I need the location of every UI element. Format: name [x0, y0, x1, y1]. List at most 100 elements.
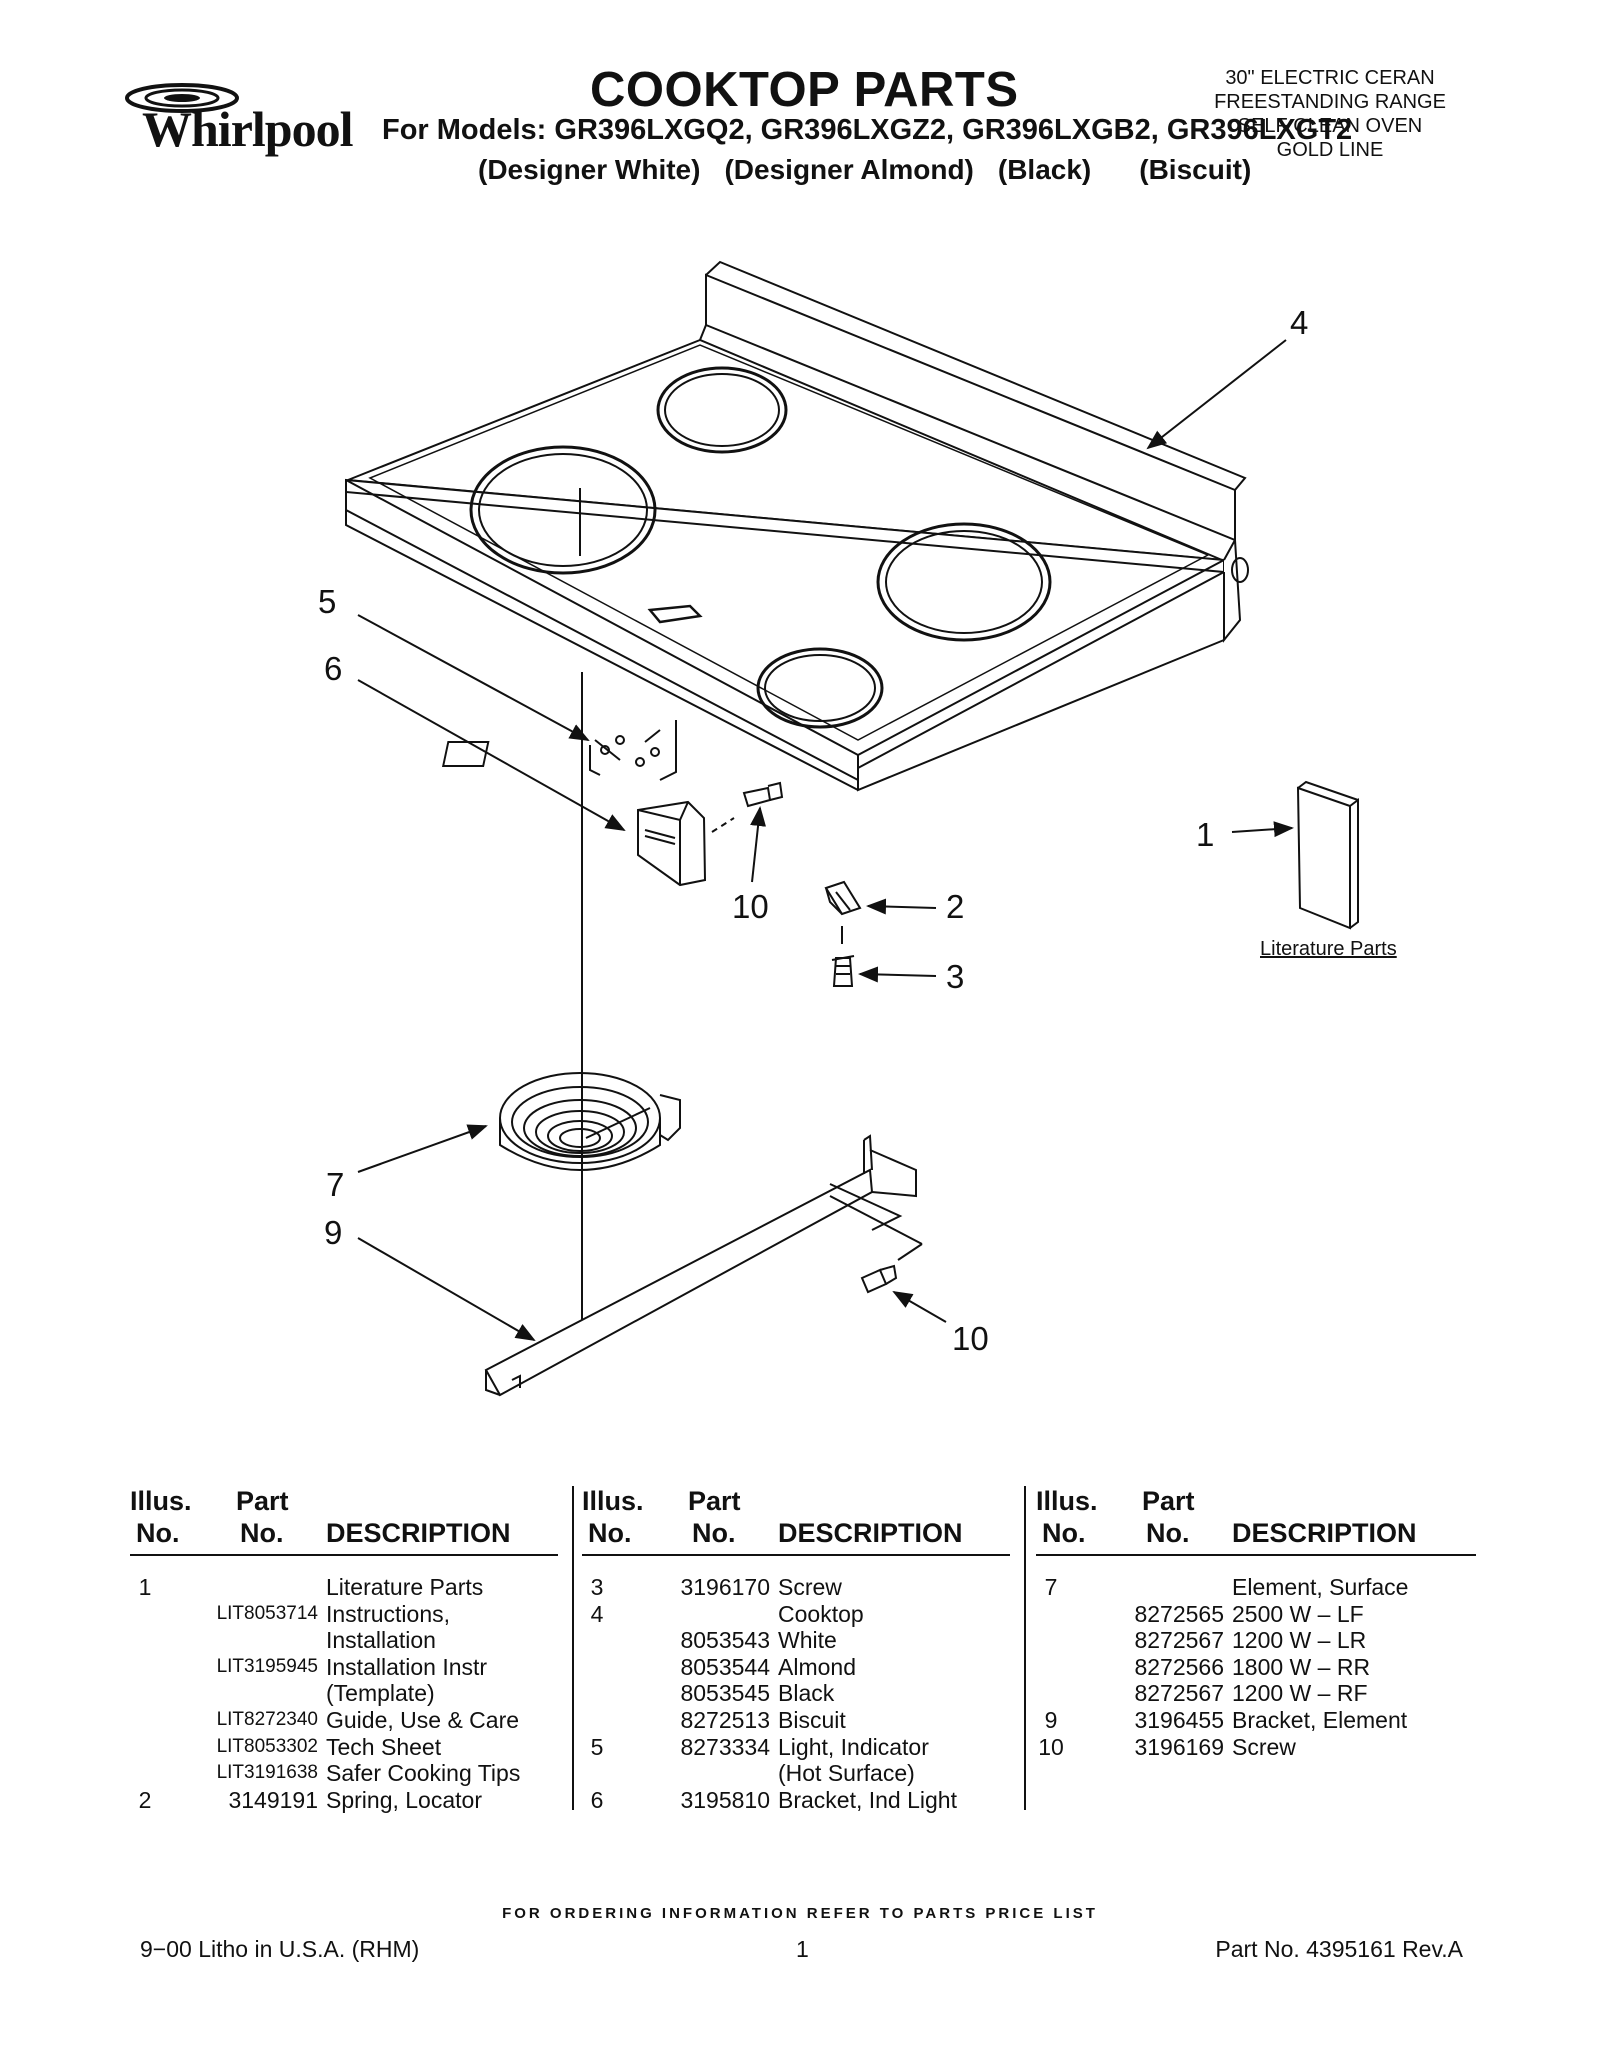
part-description: White [778, 1627, 837, 1654]
illus-number: 10 [1038, 1733, 1064, 1760]
part-description: Almond [778, 1653, 856, 1680]
callout-3: 3 [946, 958, 964, 995]
part-number: LIT8053714 [216, 1602, 318, 1624]
part-number: 8053543 [680, 1627, 770, 1654]
variant-white: (Designer White) [478, 154, 701, 185]
part-description: Tech Sheet [326, 1733, 442, 1760]
spec-line: FREESTANDING RANGE [1214, 91, 1446, 113]
part-number: 3196455 [1134, 1707, 1224, 1733]
part-description: 1800 W – RR [1232, 1653, 1371, 1680]
page-number: 1 [796, 1936, 809, 1962]
part-description: Installation Instr [326, 1653, 488, 1680]
footer-litho: 9−00 Litho in U.S.A. (RHM) [140, 1936, 420, 1962]
part-description: Bracket, Ind Light [778, 1786, 957, 1813]
part-description: Instructions, [326, 1600, 450, 1627]
part-number: 8053545 [680, 1680, 770, 1707]
brand-wordmark: Whirlpool [142, 101, 353, 157]
part-description: Bracket, Element [1232, 1707, 1408, 1733]
column-divider [1024, 1486, 1026, 1810]
header-illus-no: No. [1042, 1518, 1086, 1548]
spec-line: SELF CLEAN OVEN [1237, 115, 1423, 137]
header-description: DESCRIPTION [1232, 1518, 1417, 1548]
exploded-parts-diagram: 4 5 6 10 2 3 1 7 9 10 Literature Parts [318, 260, 1397, 1397]
models-line: For Models: GR396LXGQ2, GR396LXGZ2, GR39… [382, 114, 1353, 146]
part-description: Screw [1232, 1733, 1296, 1760]
product-spec: 30" ELECTRIC CERAN FREESTANDING RANGE SE… [1180, 66, 1480, 162]
spec-line: GOLD LINE [1276, 139, 1384, 161]
header-illus: Illus. [582, 1486, 644, 1516]
header-rule [130, 1554, 558, 1556]
part-description: (Template) [326, 1680, 435, 1707]
header-part-no: No. [692, 1518, 736, 1548]
part-description: Element, Surface [1232, 1574, 1409, 1600]
element-surface-part [499, 1072, 681, 1171]
header-part: Part [236, 1486, 289, 1516]
header-illus-no: No. [588, 1518, 632, 1548]
callout-4: 4 [1290, 304, 1308, 341]
header-illus-no: No. [136, 1518, 180, 1548]
part-description: Safer Cooking Tips [326, 1760, 521, 1787]
part-description: 1200 W – RF [1232, 1680, 1368, 1707]
part-number: 3195810 [680, 1786, 770, 1813]
part-number: 8272567 [1134, 1680, 1224, 1707]
callout-9: 9 [324, 1214, 342, 1251]
variant-black: (Black) [997, 154, 1092, 185]
part-description: Biscuit [778, 1707, 846, 1733]
illus-number: 1 [138, 1574, 152, 1600]
part-description: 1200 W – LR [1232, 1627, 1367, 1654]
header-illus: Illus. [130, 1486, 192, 1516]
callout-5: 5 [318, 583, 336, 620]
callout-10-upper: 10 [732, 888, 769, 925]
ordering-note: FOR ORDERING INFORMATION REFER TO PARTS … [502, 1905, 1098, 1922]
callout-1: 1 [1196, 816, 1214, 853]
header-part: Part [1142, 1486, 1195, 1516]
callout-6: 6 [324, 650, 342, 687]
swirl-logo-icon [125, 83, 239, 113]
part-description: Installation [326, 1627, 436, 1654]
part-number: 3196170 [680, 1574, 770, 1600]
callout-7: 7 [326, 1166, 344, 1203]
literature-parts-booklet [1296, 780, 1359, 930]
footer-part-number: Part No. 4395161 Rev.A [1215, 1936, 1463, 1962]
screw-part [860, 1264, 898, 1294]
illus-number: 3 [590, 1574, 604, 1600]
part-description: Black [778, 1680, 835, 1707]
part-number: 3149191 [228, 1786, 318, 1813]
header-description: DESCRIPTION [326, 1518, 511, 1548]
part-number: 8273334 [680, 1733, 770, 1760]
illus-number: 9 [1044, 1707, 1058, 1733]
cooktop-part [345, 260, 1249, 792]
header-rule [582, 1554, 1010, 1556]
part-description: Screw [778, 1574, 842, 1600]
header-part-no: No. [240, 1518, 284, 1548]
indicator-light-part [441, 720, 677, 781]
callout-10-lower: 10 [952, 1320, 989, 1357]
header-part-no: No. [1146, 1518, 1190, 1548]
part-number: LIT3195945 [216, 1655, 318, 1677]
whirlpool-logo: Whirlpool [120, 70, 360, 170]
header-rule [1036, 1554, 1476, 1556]
color-variants: (Designer White)(Designer Almond)(Black)… [478, 154, 1275, 186]
header-part: Part [688, 1486, 741, 1516]
part-description: Light, Indicator [778, 1733, 929, 1760]
bracket-ind-light-part [637, 800, 735, 887]
part-number: 8272513 [680, 1707, 770, 1733]
page-title: COOKTOP PARTS [590, 63, 1019, 117]
screw-part [831, 955, 855, 987]
part-description: (Hot Surface) [778, 1760, 915, 1787]
bracket-element-part [484, 1134, 917, 1397]
part-description: Guide, Use & Care [326, 1707, 520, 1733]
part-description: Cooktop [778, 1600, 864, 1627]
part-description: Literature Parts [326, 1574, 484, 1600]
illus-number: 5 [590, 1733, 604, 1760]
illus-number: 4 [590, 1600, 604, 1627]
part-description: 2500 W – LF [1232, 1600, 1364, 1627]
callout-2: 2 [946, 888, 964, 925]
part-number: 8272566 [1134, 1653, 1224, 1680]
part-number: LIT3191638 [216, 1762, 318, 1784]
parts-table-col-1: Illus. No. Part No. DESCRIPTION 1 Literat… [130, 1486, 558, 1846]
part-number: 8272567 [1134, 1627, 1224, 1654]
screw-part [742, 781, 784, 808]
